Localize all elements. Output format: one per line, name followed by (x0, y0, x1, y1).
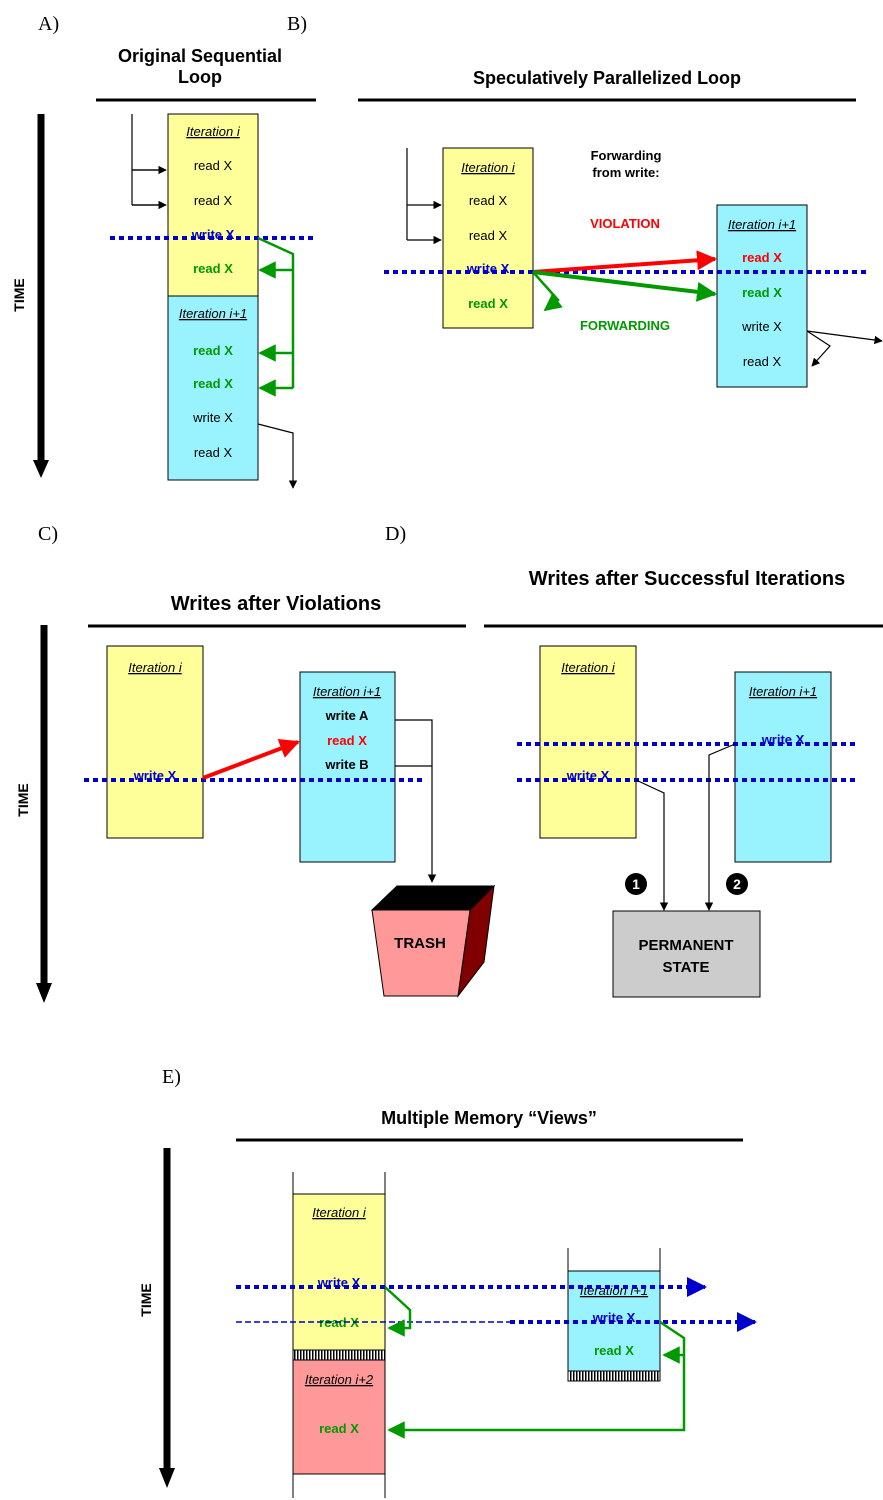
panel-a-i1-op-2: read X (193, 376, 233, 391)
panel-e-iteration-i2-box (292, 1359, 386, 1475)
panel-d-iteration-i1-title: Iteration i+1 (749, 684, 817, 699)
panel-c-time-arrowhead (36, 983, 52, 1003)
panel-e-iteration-i-box (292, 1193, 386, 1351)
panel-a: A) Original Sequential Loop TIME Iterati… (11, 13, 316, 489)
panel-e-time-label: TIME (138, 1283, 154, 1316)
trash-front (371, 909, 471, 997)
step-2-number: 2 (733, 876, 741, 892)
panel-e-letter: E) (162, 1066, 181, 1088)
panel-c-iteration-i-title: Iteration i (128, 660, 183, 675)
panel-b-iteration-i1-box (716, 204, 808, 388)
panel-b-forwarding-label: FORWARDING (580, 318, 670, 333)
panel-c-violation-arrow (202, 739, 300, 780)
panel-e-i1-op-2: read X (594, 1343, 634, 1358)
panel-c-iteration-i1-box (299, 671, 396, 863)
panel-b-self-forward-arrow (532, 271, 563, 312)
panel-a-letter: A) (38, 13, 59, 35)
panel-a-iteration-i1-box (167, 295, 259, 481)
panel-b-iteration-i-title: Iteration i (461, 160, 516, 175)
panel-b-i-op-1: read X (469, 193, 508, 208)
panel-d-iteration-i1-box (734, 671, 832, 863)
panel-c-iteration-i1-title: Iteration i+1 (313, 684, 381, 699)
panel-d-title: Writes after Successful Iterations (529, 568, 845, 590)
panel-d-letter: D) (385, 523, 406, 545)
panel-b-forwarding-arrow (532, 270, 717, 302)
permanent-state-line1: PERMANENT (638, 937, 733, 954)
panel-c-time-label: TIME (15, 783, 31, 816)
panel-a-iteration-i1-title: Iteration i+1 (179, 306, 247, 321)
permanent-state-line2: STATE (663, 959, 710, 976)
panel-b-i1-output-arrow (806, 330, 883, 345)
panel-a-iteration-i-box (167, 113, 259, 297)
panel-c-title: Writes after Violations (171, 593, 381, 615)
panel-e-i2-op-1: read X (319, 1421, 359, 1436)
panel-e: E) Multiple Memory “Views” TIME Iteratio… (138, 1066, 757, 1498)
panel-b-letter: B) (287, 13, 307, 35)
panel-b: B) Speculatively Parallelized Loop Itera… (287, 13, 883, 388)
panel-b-title: Speculatively Parallelized Loop (473, 68, 741, 88)
step-1-badge (625, 873, 647, 895)
panel-b-i1-op-3: write X (741, 319, 782, 334)
panel-b-i1-op-2: read X (742, 285, 782, 300)
panel-a-input-bracket (131, 114, 164, 206)
panel-a-iteration-i-title: Iteration i (186, 124, 241, 139)
panel-a-i-op-2: read X (194, 193, 233, 208)
panel-d: D) Writes after Successful Iterations It… (385, 523, 883, 998)
panel-e-boundary-1 (292, 1349, 386, 1361)
panel-e-view-1-forward-arrow (384, 1286, 412, 1337)
panel-a-forward-line (257, 236, 295, 388)
panel-a-time-label: TIME (11, 278, 27, 311)
panel-e-title: Multiple Memory “Views” (381, 1108, 597, 1128)
panel-e-view-2-forward-arrow (387, 1320, 686, 1439)
panel-e-time-arrowhead (159, 1468, 175, 1488)
step-1-number: 1 (632, 876, 640, 892)
panel-c-i1-op-1: write A (325, 708, 369, 723)
step-2-badge (726, 873, 748, 895)
panel-d-iteration-i-title: Iteration i (561, 660, 616, 675)
panel-b-violation-label: VIOLATION (590, 216, 660, 231)
panel-c-iteration-i-box (106, 645, 204, 839)
panel-b-forwarding-label-1: Forwarding (591, 148, 662, 163)
panel-c: C) Writes after Violations TIME Iteratio… (15, 523, 496, 1003)
panel-a-time-arrowhead (33, 460, 49, 478)
panel-e-iteration-i-title: Iteration i (312, 1205, 367, 1220)
panel-b-violation-arrow (532, 250, 717, 274)
panel-b-i1-self-arrow (806, 330, 831, 367)
panel-a-i1-op-1: read X (193, 343, 233, 358)
trash-label: TRASH (394, 935, 446, 952)
panel-b-iteration-i-box (442, 147, 534, 329)
panel-a-i1-op-3: write X (192, 410, 233, 425)
panel-a-output-arrow (257, 423, 298, 489)
panel-a-title-line1: Original Sequential (118, 46, 282, 66)
panel-b-i1-op-1: read X (742, 250, 782, 265)
panel-c-i1-op-3: write B (324, 757, 368, 772)
panel-d-commit-arrow-2 (704, 743, 736, 911)
panel-a-i1-op-4: read X (194, 445, 233, 460)
panel-c-trash-bracket (395, 719, 433, 866)
panel-a-i-op-1: read X (194, 158, 233, 173)
panel-e-boundary-2 (567, 1370, 661, 1382)
panel-c-letter: C) (38, 523, 58, 545)
permanent-state-box (612, 910, 761, 998)
panel-b-iteration-i1-title: Iteration i+1 (728, 217, 796, 232)
panel-c-i1-op-2: read X (327, 733, 367, 748)
panel-e-iteration-i2-title: Iteration i+2 (305, 1372, 374, 1387)
panel-b-i-op-2: read X (469, 228, 508, 243)
panel-b-i-op-4: read X (468, 296, 508, 311)
panel-b-i1-op-4: read X (743, 354, 782, 369)
panel-a-i-op-4: read X (193, 261, 233, 276)
panel-d-commit-arrow-1 (635, 779, 669, 911)
panel-a-title-line2: Loop (178, 67, 222, 87)
panel-b-forwarding-label-2: from write: (592, 165, 659, 180)
